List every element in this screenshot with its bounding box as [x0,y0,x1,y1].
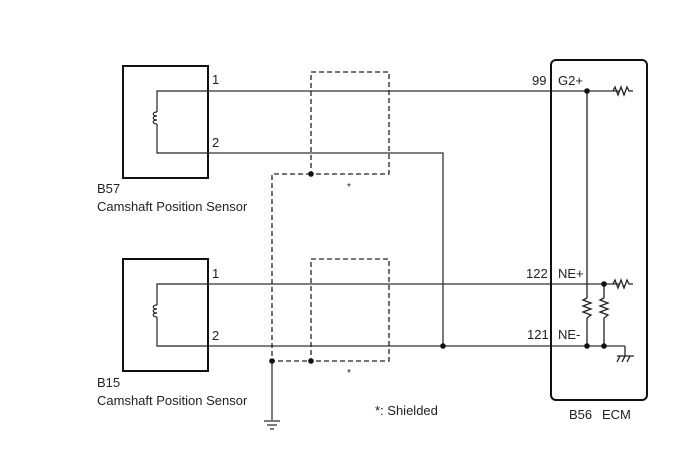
resistor-icon [612,85,633,97]
shield-top [310,71,390,175]
ecm-terminal-121-signal: NE- [558,327,580,342]
shield-junction-dot [308,171,314,177]
ecm-terminal-99-number: 99 [532,73,546,88]
ecm-terminal-99-signal: G2+ [558,73,583,88]
sensor-b15-pin-2: 2 [212,328,219,343]
sensor-b57: 1 2 B57 Camshaft Position Sensor [97,65,248,214]
shields [271,71,390,362]
sensor-b57-code: B57 [97,181,120,196]
junction-dot [601,343,607,349]
resistor-icon [612,278,633,290]
ecm-terminal-121-number: 121 [527,327,549,342]
junction-dot [584,343,590,349]
junction-dot [584,88,590,94]
sensor-b15-box [122,258,209,372]
resistor-icon [581,297,593,319]
sensor-b15: 1 2 B15 Camshaft Position Sensor [97,258,248,408]
ecm-terminal-122-signal: NE+ [558,266,584,281]
ecm-code: B56 [569,407,592,422]
resistor-icon [598,297,610,319]
ground-icon [264,361,280,430]
coil-icon [152,90,208,154]
sensor-b57-name: Camshaft Position Sensor [97,199,248,214]
shield-bottom [310,258,390,362]
coil-icon [152,283,208,347]
ecm-name: ECM [602,407,631,422]
sensor-b15-pin-1: 1 [212,266,219,281]
junction-dot [440,343,446,349]
sensor-b57-pin-1: 1 [212,72,219,87]
shield-junction-dot [308,358,314,364]
legend-shielded: *: Shielded [375,403,438,418]
ecm: 99 G2+ 122 NE+ 121 NE- [526,59,648,422]
sensor-b15-code: B15 [97,375,120,390]
ecm-terminal-122-number: 122 [526,266,548,281]
shield-mark: * [347,182,351,193]
wires [208,90,625,347]
chassis-ground-icon [616,355,634,363]
sensor-b57-pin-2: 2 [212,135,219,150]
sensor-b15-name: Camshaft Position Sensor [97,393,248,408]
sensor-b57-box [122,65,209,179]
shield-drain [271,173,311,362]
wire-b57-pin2 [208,152,444,346]
ecm-box [550,59,648,401]
shield-mark: * [347,368,351,379]
junction-dot [601,281,607,287]
